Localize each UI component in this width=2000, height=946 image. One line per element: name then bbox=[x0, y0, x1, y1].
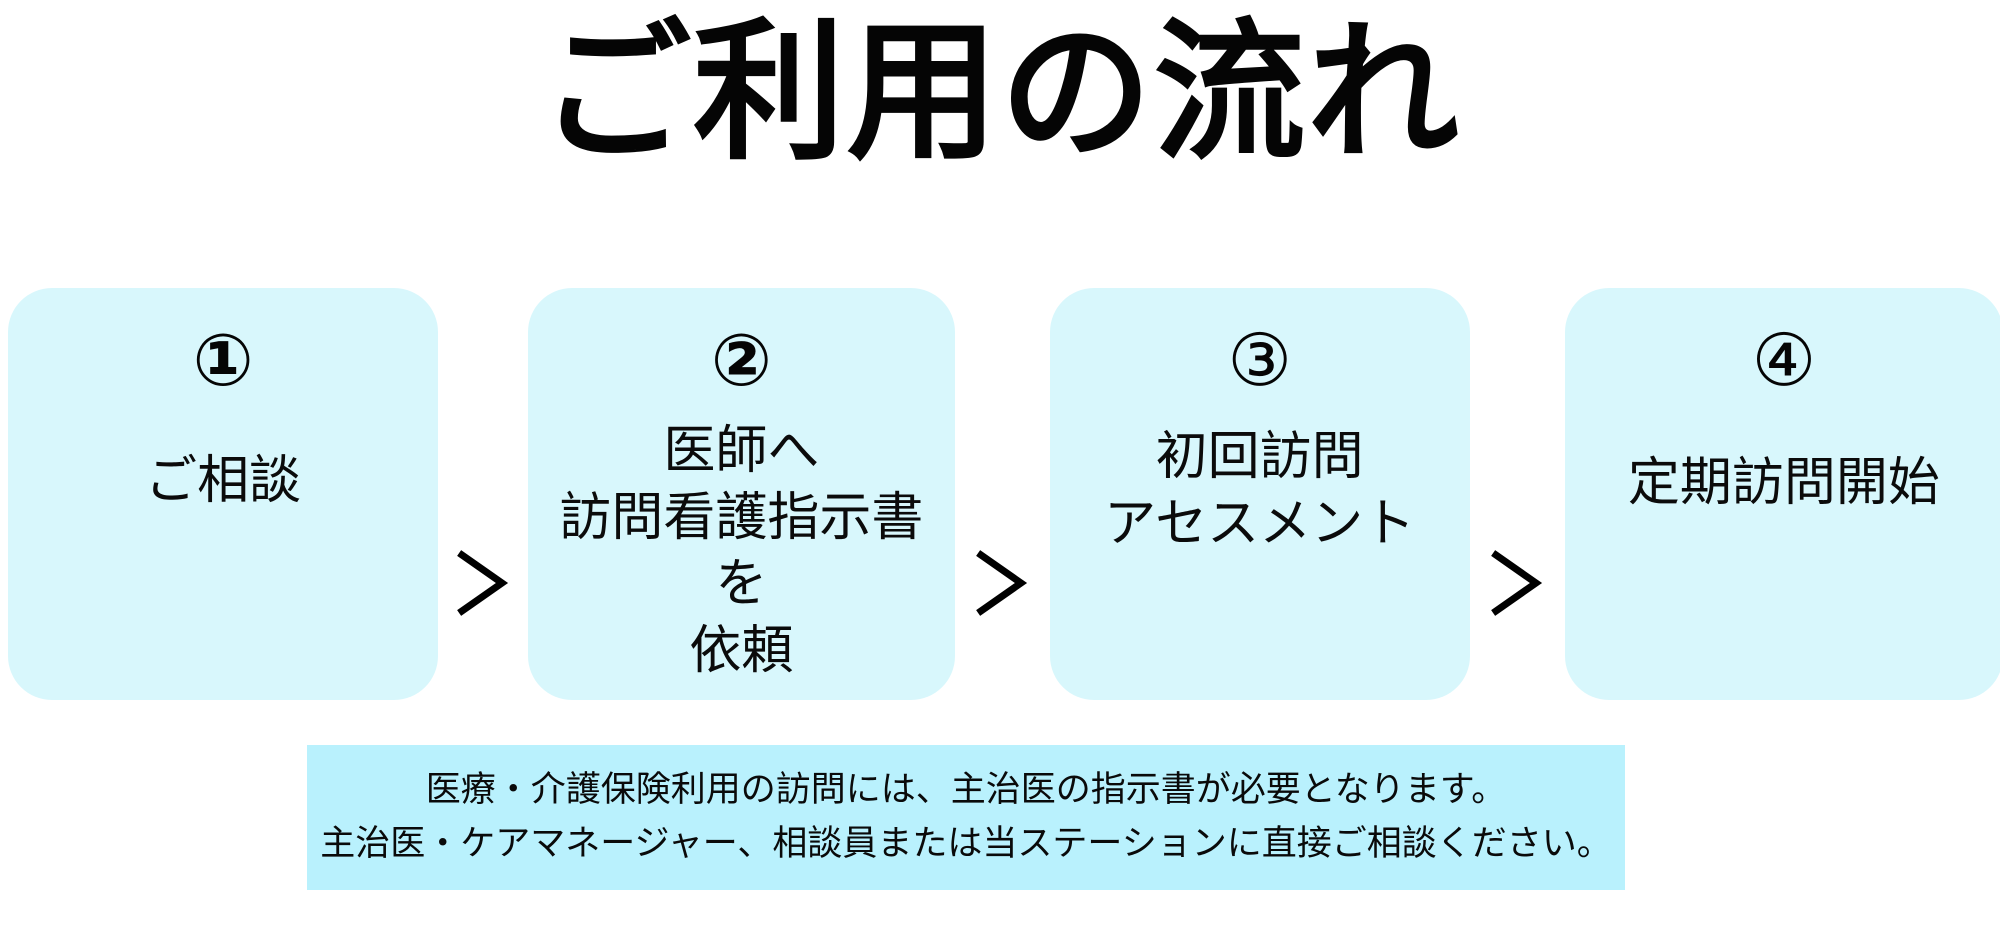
chevron-right-icon-2 bbox=[955, 288, 1050, 700]
step-card-4[interactable]: ④ 定期訪問開始 bbox=[1564, 288, 2000, 700]
note-banner: 医療・介護保険利用の訪問には、主治医の指示書が必要となります。 主治医・ケアマネ… bbox=[307, 745, 1625, 890]
step-number-3: ③ bbox=[1227, 318, 1292, 402]
chevron-right-icon-3 bbox=[1470, 288, 1565, 700]
step-card-1[interactable]: ① ご相談 bbox=[8, 288, 439, 700]
step-number-2: ② bbox=[710, 318, 772, 402]
note-line-2: 主治医・ケアマネージャー、相談員または当ステーションに直接ご相談ください。 bbox=[320, 823, 1612, 864]
step-label-2: 医師へ 訪問看護指示書を 依頼 bbox=[559, 421, 924, 681]
step-number-1: ① bbox=[192, 318, 254, 402]
step-label-3: 初回訪問 アセスメント bbox=[1104, 427, 1416, 554]
step-card-3[interactable]: ③ 初回訪問 アセスメント bbox=[1049, 288, 1470, 700]
step-number-4: ④ bbox=[1751, 318, 1817, 402]
step-label-1: ご相談 bbox=[145, 451, 302, 511]
note-line-1: 医療・介護保険利用の訪問には、主治医の指示書が必要となります。 bbox=[425, 770, 1507, 811]
chevron-right-icon-1 bbox=[438, 288, 528, 700]
page-title: ご利用の流れ bbox=[539, 4, 1461, 181]
step-label-4: 定期訪問開始 bbox=[1627, 453, 1940, 513]
step-card-2[interactable]: ② 医師へ 訪問看護指示書を 依頼 bbox=[528, 288, 955, 700]
steps-row: ① ご相談 ② 医師へ 訪問看護指示書を 依頼 ③ 初回訪問 アセスメント ④ … bbox=[8, 288, 2000, 700]
